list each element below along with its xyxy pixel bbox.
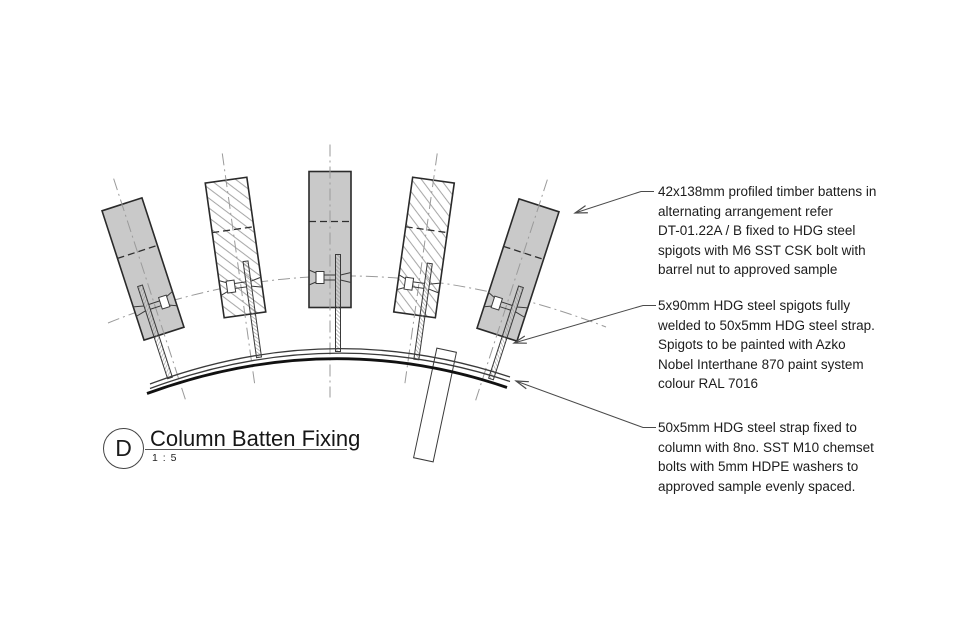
bolt-shank: [324, 274, 336, 281]
spigot-note: 5x90mm HDG steel spigots fully welded to…: [658, 296, 875, 394]
drawing-title: Column Batten Fixing: [150, 426, 361, 451]
bolt-shank: [148, 300, 162, 310]
batten-5: [474, 179, 560, 404]
barrel-nut: [157, 294, 171, 310]
bolt-shank: [412, 281, 425, 289]
bolt-shank: [499, 301, 513, 311]
batten-3: [308, 144, 352, 398]
note-line: 5x90mm HDG steel spigots fully: [658, 298, 851, 313]
note-line: barrel nut to approved sample: [658, 262, 838, 277]
steel-spigot: [137, 284, 174, 380]
leader-strap-note: [516, 381, 656, 428]
column-face-line: [146, 357, 508, 395]
steel-strap: [146, 348, 511, 395]
countersink: [483, 292, 495, 308]
drawing-scale: 1 : 5: [152, 452, 178, 464]
fixing-assembly: [133, 284, 178, 380]
note-line: approved sample evenly spaced.: [658, 478, 856, 494]
barrel-nut: [225, 279, 237, 294]
batten-centerline: [221, 153, 256, 387]
note-line: 42x138mm profiled timber battens in: [658, 184, 877, 199]
note-line: 50x5mm HDG steel strap fixed to: [658, 420, 857, 435]
bolt-shank: [234, 281, 247, 289]
bolt-flare: [428, 282, 441, 294]
column-blade: [412, 347, 458, 463]
barrel-nut: [403, 276, 415, 291]
note-line: colour RAL 7016: [658, 376, 759, 391]
leader-lines: [514, 191, 656, 428]
batten-4: [392, 153, 456, 387]
fixing-assembly: [218, 260, 263, 359]
countersink: [166, 291, 178, 307]
note-line: Spigots to be painted with Azko: [658, 337, 846, 352]
leader-spigot-note: [514, 305, 656, 344]
bolt-flare: [133, 305, 146, 317]
batten-centerline: [113, 178, 187, 403]
note-line: Nobel Interthane 870 paint system: [658, 356, 864, 372]
batten-centerline: [404, 153, 438, 387]
bolt-flare: [250, 276, 263, 288]
leader-batten-note: [575, 191, 654, 214]
note-line: alternating arrangement refer: [658, 203, 833, 219]
countersink: [308, 269, 317, 286]
column: [412, 347, 458, 463]
bolt-flare: [515, 306, 528, 318]
detail-marker: D: [103, 428, 144, 469]
steel-spigot: [335, 254, 341, 352]
batten-centerline: [474, 179, 548, 404]
detail-letter: D: [115, 435, 132, 461]
barrel-nut: [490, 295, 504, 311]
note-line: column with 8no. SST M10 chemset: [658, 439, 874, 455]
note-line: welded to 50x5mm HDG steel strap.: [658, 317, 875, 333]
profile-line: [405, 226, 448, 234]
steel-spigot: [242, 260, 263, 359]
batten-note: 42x138mm profiled timber battens in alte…: [658, 182, 876, 280]
batten-1: [101, 178, 187, 403]
fixing-assembly: [483, 285, 528, 381]
title-underline: [145, 449, 347, 450]
note-line: bolts with 5mm HDPE washers to: [658, 459, 859, 474]
barrel-nut: [315, 271, 325, 284]
fixing-assembly: [308, 254, 352, 352]
countersink: [396, 274, 406, 291]
note-line: DT-01.22A / B fixed to HDG steel: [658, 223, 856, 238]
bolt-flare: [340, 272, 352, 283]
strap-note: 50x5mm HDG steel strap fixed to column w…: [658, 418, 874, 496]
steel-spigot: [487, 285, 524, 381]
note-line: spigots with M6 SST CSK bolt with: [658, 242, 866, 258]
countersink: [218, 280, 228, 296]
strap-bottom-line: [149, 352, 511, 390]
strap-top-line: [149, 348, 511, 385]
batten-2: [204, 153, 267, 387]
